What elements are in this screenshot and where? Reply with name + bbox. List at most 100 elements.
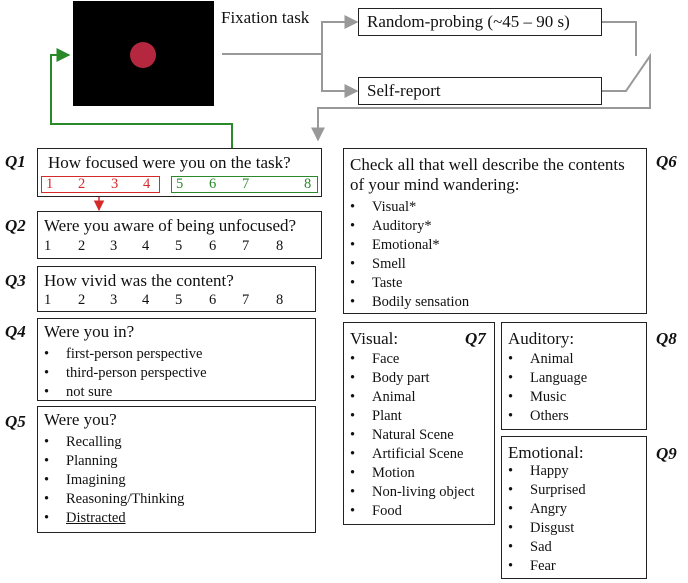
list-item[interactable]: •not sure xyxy=(44,384,113,400)
q5-label: Q5 xyxy=(5,412,26,431)
list-item[interactable]: •Auditory* xyxy=(350,218,432,234)
fixation-dot xyxy=(130,42,156,68)
q5-box: Were you? •Recalling •Planning •Imaginin… xyxy=(37,406,316,533)
q7-question: Visual: xyxy=(350,329,399,348)
q1-option[interactable]: 3 xyxy=(111,176,119,192)
q1-option[interactable]: 6 xyxy=(209,176,217,192)
q1-label: Q1 xyxy=(5,152,26,171)
q2-option[interactable]: 5 xyxy=(175,238,183,254)
list-item[interactable]: •Face xyxy=(350,351,400,367)
q2-option[interactable]: 4 xyxy=(142,238,150,254)
arrow-selfreport-to-questions xyxy=(311,52,651,142)
q6-label: Q6 xyxy=(656,152,677,171)
probing-return-line xyxy=(602,21,637,56)
q2-option[interactable]: 8 xyxy=(276,238,284,254)
q3-option[interactable]: 6 xyxy=(209,292,217,308)
list-item[interactable]: •Recalling xyxy=(44,434,122,450)
list-item[interactable]: •Visual* xyxy=(350,199,417,215)
q3-option[interactable]: 3 xyxy=(110,292,118,308)
q1-box: How focused were you on the task? 1 2 3 … xyxy=(37,148,322,197)
list-item[interactable]: •Body part xyxy=(350,370,430,386)
list-item[interactable]: •Smell xyxy=(350,256,406,272)
q1-option[interactable]: 8 xyxy=(304,176,312,192)
list-item[interactable]: •Plant xyxy=(350,408,402,424)
random-probing-box: Random-probing (~45 – 90 s) xyxy=(358,8,602,36)
q1-unfocused-range xyxy=(41,176,160,193)
list-item[interactable]: •Motion xyxy=(350,465,415,481)
q2-option[interactable]: 3 xyxy=(110,238,118,254)
q1-question: How focused were you on the task? xyxy=(48,153,291,172)
q9-question: Emotional: xyxy=(508,443,584,462)
q1-option[interactable]: 5 xyxy=(176,176,184,192)
list-item[interactable]: •Non-living object xyxy=(350,484,475,500)
self-report-box: Self-report xyxy=(358,77,602,105)
q2-question: Were you aware of being unfocused? xyxy=(44,216,297,235)
arrow-focused-return xyxy=(50,48,233,148)
q2-box: Were you aware of being unfocused? 1 2 3… xyxy=(37,211,322,259)
list-item[interactable]: •Natural Scene xyxy=(350,427,454,443)
q2-option[interactable]: 7 xyxy=(242,238,250,254)
list-item[interactable]: •Angry xyxy=(508,501,568,517)
list-item[interactable]: •Bodily sensation xyxy=(350,294,470,310)
q3-label: Q3 xyxy=(5,271,26,290)
q3-box: How vivid was the content? 1 2 3 4 5 6 7… xyxy=(37,266,316,312)
arrow-to-selfreport xyxy=(321,54,359,98)
list-item[interactable]: •Animal xyxy=(350,389,416,405)
self-report-label: Self-report xyxy=(367,81,441,100)
q7-label: Q7 xyxy=(465,329,486,348)
q1-option[interactable]: 4 xyxy=(143,176,151,192)
list-item[interactable]: •Reasoning/Thinking xyxy=(44,491,185,507)
fixation-screen xyxy=(73,1,214,106)
list-item[interactable]: •Fear xyxy=(508,558,556,574)
q3-option[interactable]: 7 xyxy=(242,292,250,308)
fixation-task-label: Fixation task xyxy=(221,8,310,27)
q2-option[interactable]: 2 xyxy=(78,238,86,254)
q5-question: Were you? xyxy=(44,410,117,429)
list-item[interactable]: •Planning xyxy=(44,453,118,469)
list-item[interactable]: •Sad xyxy=(508,539,552,555)
q4-question: Were you in? xyxy=(44,322,135,341)
q2-option[interactable]: 1 xyxy=(44,238,52,254)
q8-question: Auditory: xyxy=(508,329,575,348)
q1-option[interactable]: 2 xyxy=(78,176,86,192)
q7-box: Visual: Q7 •Face •Body part •Animal •Pla… xyxy=(343,322,495,525)
q6-question-line1: Check all that well describe the content… xyxy=(350,155,625,174)
q8-box: Auditory: •Animal •Language •Music •Othe… xyxy=(501,322,647,430)
random-probing-label: Random-probing (~45 – 90 s) xyxy=(367,12,570,31)
q6-box: Check all that well describe the content… xyxy=(343,148,647,314)
list-item[interactable]: •Food xyxy=(350,503,402,519)
q3-option[interactable]: 5 xyxy=(175,292,183,308)
list-item[interactable]: •third-person perspective xyxy=(44,365,207,381)
list-item[interactable]: •Taste xyxy=(350,275,403,291)
arrow-to-probing xyxy=(222,15,359,55)
q3-option[interactable]: 4 xyxy=(142,292,150,308)
list-item[interactable]: •Imagining xyxy=(44,472,126,488)
q3-option[interactable]: 8 xyxy=(276,292,284,308)
list-item[interactable]: •Happy xyxy=(508,463,569,479)
list-item[interactable]: •Others xyxy=(508,408,569,424)
q2-option[interactable]: 6 xyxy=(209,238,217,254)
list-item[interactable]: •Artificial Scene xyxy=(350,446,464,462)
list-item[interactable]: •Music xyxy=(508,389,567,405)
q6-question-line2: of your mind wandering: xyxy=(350,175,520,194)
list-item[interactable]: •first-person perspective xyxy=(44,346,203,362)
q4-box: Were you in? •first-person perspective •… xyxy=(37,318,316,401)
q2-label: Q2 xyxy=(5,216,26,235)
q8-label: Q8 xyxy=(656,329,677,348)
q3-option[interactable]: 2 xyxy=(78,292,86,308)
q4-label: Q4 xyxy=(5,322,26,341)
list-item[interactable]: •Emotional* xyxy=(350,237,440,253)
q1-option[interactable]: 1 xyxy=(46,176,54,192)
list-item[interactable]: •Disgust xyxy=(508,520,575,536)
q1-focused-range xyxy=(171,176,318,193)
q9-label: Q9 xyxy=(656,444,677,463)
list-item[interactable]: •Surprised xyxy=(508,482,586,498)
q9-box: Emotional: •Happy •Surprised •Angry •Dis… xyxy=(501,436,647,579)
list-item[interactable]: •Distracted xyxy=(44,510,126,526)
q3-question: How vivid was the content? xyxy=(44,271,234,290)
list-item[interactable]: •Language xyxy=(508,370,588,386)
q3-option[interactable]: 1 xyxy=(44,292,52,308)
list-item[interactable]: •Animal xyxy=(508,351,574,367)
q1-option[interactable]: 7 xyxy=(242,176,250,192)
